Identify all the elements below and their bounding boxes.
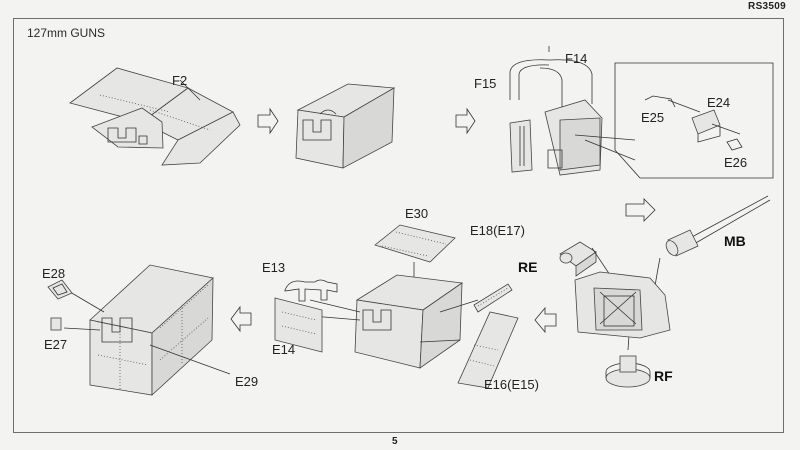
kit-code: RS3509 (748, 1, 786, 12)
step2-folded-box (295, 83, 396, 169)
label-mb: MB (724, 233, 746, 249)
mount-assembly (574, 271, 671, 339)
label-e13: E13 (262, 260, 285, 275)
label-rf: RF (654, 368, 673, 384)
step3-frames (509, 46, 636, 176)
label-f2: F2 (172, 73, 187, 88)
label-f15: F15 (474, 76, 496, 91)
part-re (559, 241, 621, 291)
label-e30: E30 (405, 206, 428, 221)
step1-flat-sheet (69, 67, 241, 166)
central-box (299, 274, 479, 369)
detail-inset (614, 62, 774, 179)
step-arrow-down (625, 198, 656, 222)
label-e14: E14 (272, 342, 295, 357)
label-e24: E24 (707, 95, 730, 110)
label-e16: E16(E15) (484, 377, 539, 392)
part-e30 (374, 224, 456, 290)
page-number: 5 (392, 436, 398, 447)
part-e27 (50, 317, 62, 331)
label-e28: E28 (42, 266, 65, 281)
final-box (63, 264, 231, 396)
label-e26: E26 (724, 155, 747, 170)
part-e16 (457, 311, 519, 389)
part-e13-e14 (274, 279, 338, 353)
step-arrow-4 (230, 305, 252, 333)
label-f14: F14 (565, 51, 587, 66)
part-e18 (473, 283, 513, 313)
step-arrow-3 (534, 306, 557, 334)
barrel-mb (649, 195, 771, 319)
instruction-frame (13, 18, 784, 433)
label-e29: E29 (235, 374, 258, 389)
step-arrow-2 (455, 107, 476, 135)
part-e28 (47, 279, 73, 300)
label-e18: E18(E17) (470, 223, 525, 238)
step-arrow-1 (257, 107, 279, 135)
label-e27: E27 (44, 337, 67, 352)
part-rf (605, 319, 651, 388)
label-re: RE (518, 259, 537, 275)
section-title: 127mm GUNS (27, 26, 106, 40)
label-e25: E25 (641, 110, 664, 125)
